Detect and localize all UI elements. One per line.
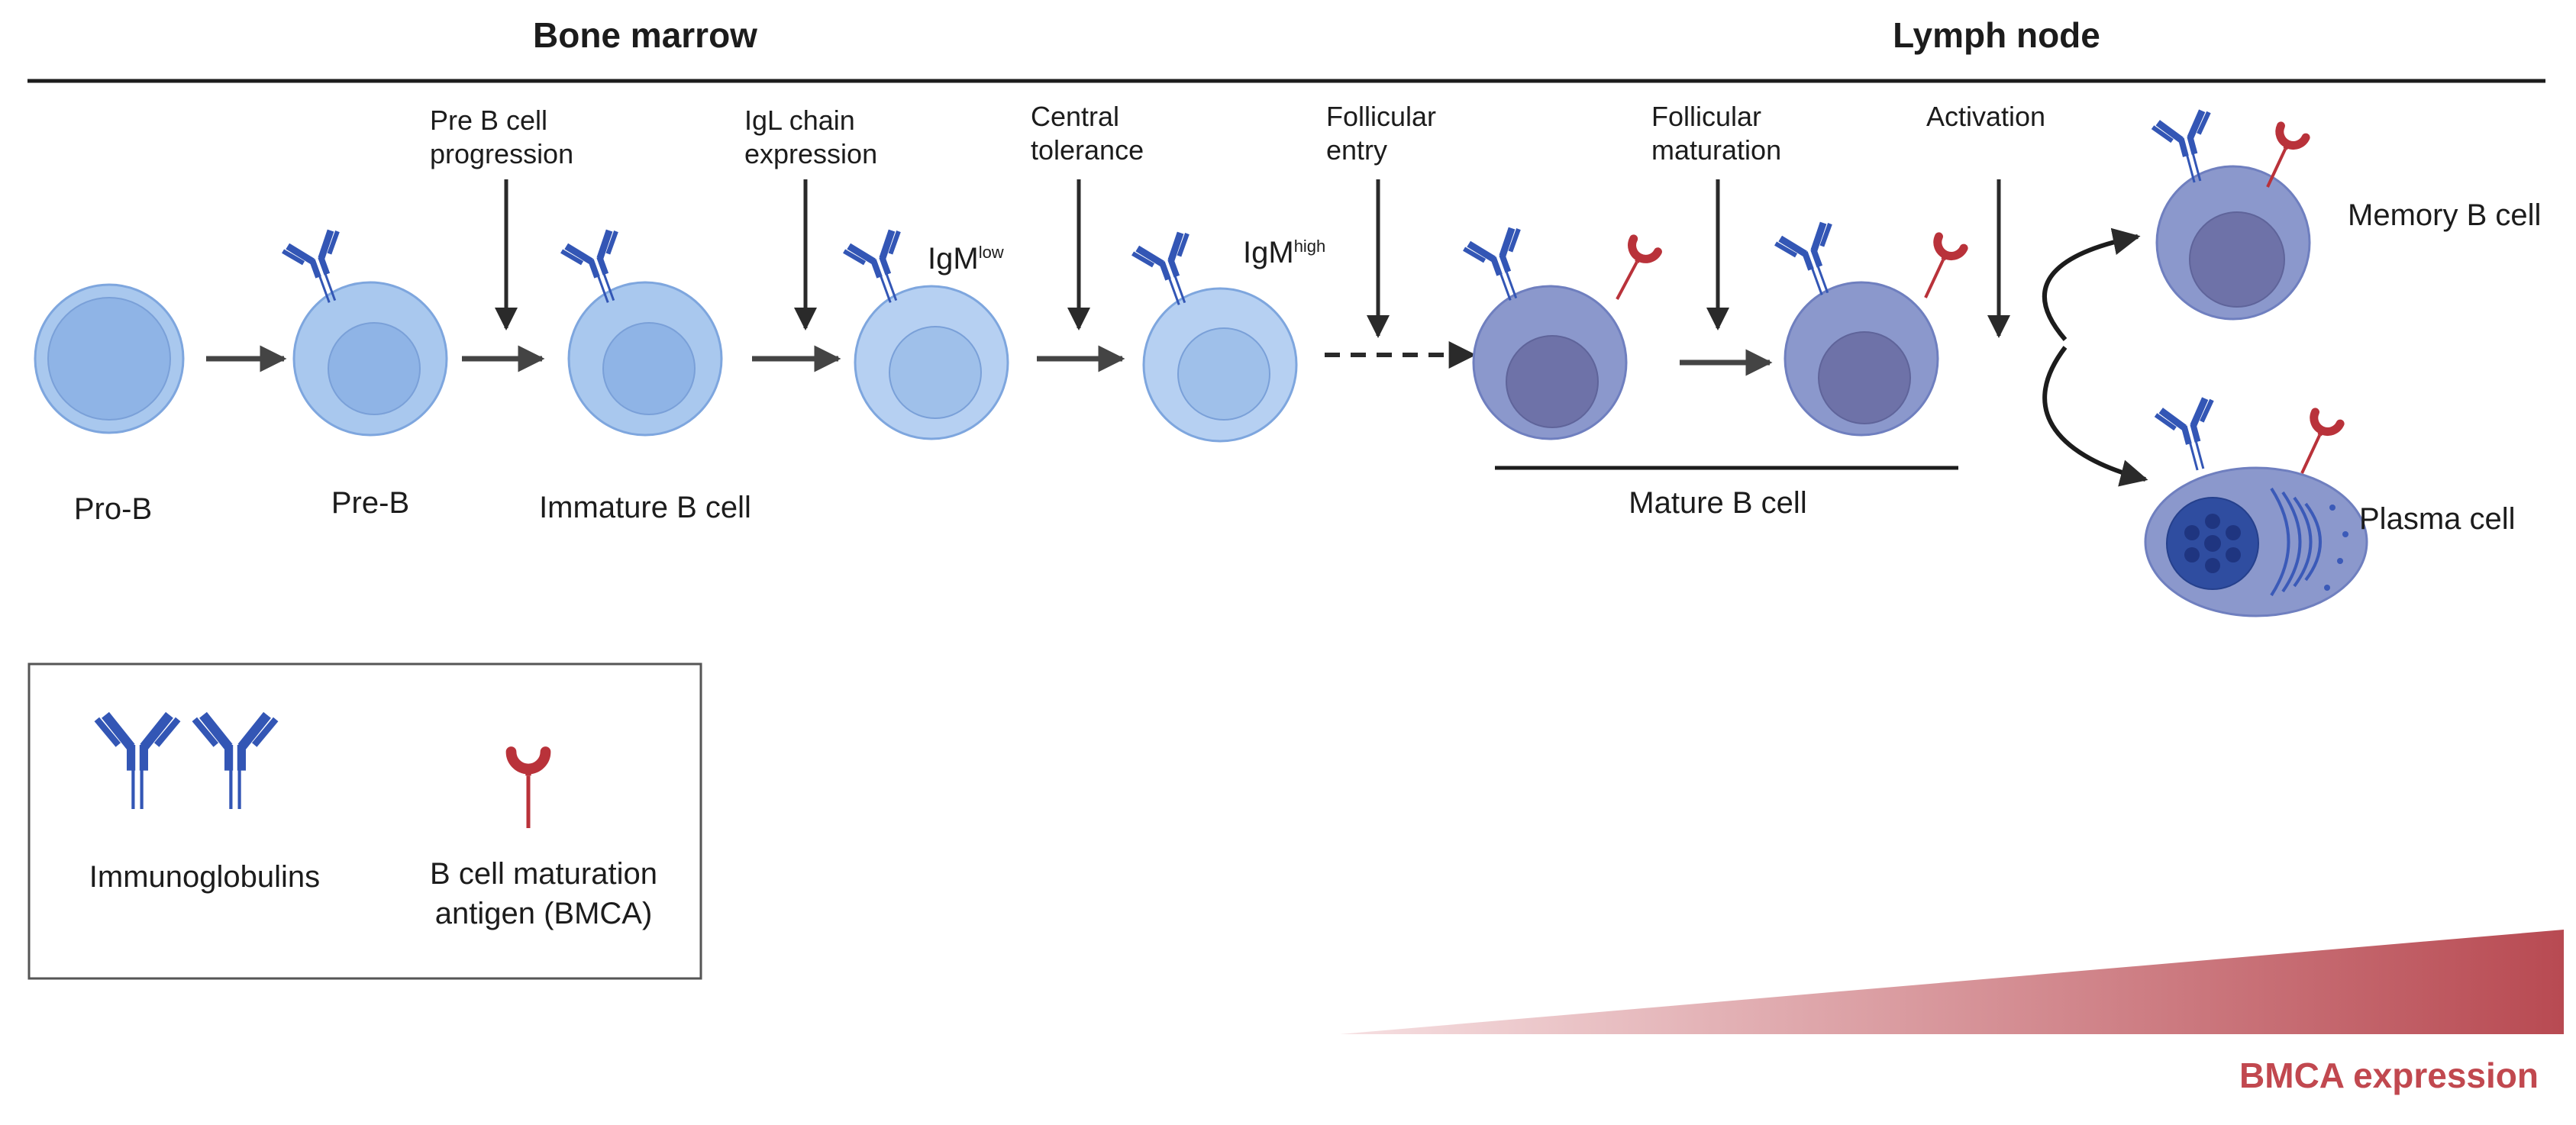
header-lymph-node: Lymph node: [1893, 15, 2100, 55]
step-label-follicular-maturation: Follicular maturation: [1651, 101, 1781, 166]
step-label-igl-chain: IgL chain expression: [744, 105, 877, 169]
step-label-activation: Activation: [1926, 101, 2045, 132]
cell-pre-b: [282, 228, 448, 437]
step-label-follicular-entry: Follicular entry: [1326, 101, 1436, 166]
bmca-expression-label: BMCA expression: [2239, 1056, 2539, 1095]
cell-igm-low: [843, 228, 1009, 440]
legend-label-bmca-2: antigen (BMCA): [435, 897, 653, 930]
cell-immature-b: [560, 228, 723, 437]
step-label-pre-b-progression: Pre B cell progression: [430, 105, 573, 169]
label-mature-b: Mature B cell: [1629, 486, 1806, 520]
bmca-receptor-icon: [1605, 239, 1658, 306]
svg-text:Central: Central: [1031, 101, 1119, 132]
label-igm-low: IgMlow: [928, 242, 1004, 276]
svg-text:maturation: maturation: [1651, 134, 1781, 166]
svg-text:entry: entry: [1326, 134, 1387, 166]
bmca-receptor-icon: [2290, 412, 2340, 479]
svg-text:IgL chain: IgL chain: [744, 105, 855, 136]
svg-text:expression: expression: [744, 138, 877, 169]
bmca-receptor-icon: [1913, 237, 1964, 304]
arrow-to-plasma: [2042, 346, 2148, 487]
cell-pro-b: [34, 283, 185, 434]
cell-memory-b: [2152, 109, 2311, 321]
cell-mature-b-1: [1463, 226, 1658, 440]
label-plasma: Plasma cell: [2359, 502, 2516, 536]
label-memory-b: Memory B cell: [2348, 198, 2541, 232]
arrow-to-memory: [2042, 227, 2141, 341]
svg-text:Follicular: Follicular: [1651, 101, 1761, 132]
legend-box: Immunoglobulins B cell maturation antige…: [27, 662, 702, 980]
label-pro-b: Pro-B: [74, 492, 152, 526]
cell-igm-high: [1131, 230, 1298, 443]
legend-label-bmca-1: B cell maturation: [430, 857, 657, 891]
label-pre-b: Pre-B: [331, 486, 409, 520]
bmca-gradient-wedge: [1340, 930, 2564, 1034]
label-igm-high: IgMhigh: [1243, 236, 1325, 269]
svg-text:tolerance: tolerance: [1031, 134, 1144, 166]
cell-plasma: [2144, 397, 2368, 617]
header-bone-marrow: Bone marrow: [533, 15, 757, 55]
antibody-icon: [2155, 397, 2229, 477]
step-label-central-tolerance: Central tolerance: [1031, 101, 1144, 166]
legend-label-immunoglobulins: Immunoglobulins: [89, 860, 320, 894]
label-immature-b: Immature B cell: [539, 491, 751, 524]
cell-mature-b-2: [1774, 221, 1964, 437]
svg-text:Pre B cell: Pre B cell: [430, 105, 547, 136]
svg-text:Activation: Activation: [1926, 101, 2045, 132]
svg-text:Follicular: Follicular: [1326, 101, 1436, 132]
svg-text:progression: progression: [430, 138, 573, 169]
